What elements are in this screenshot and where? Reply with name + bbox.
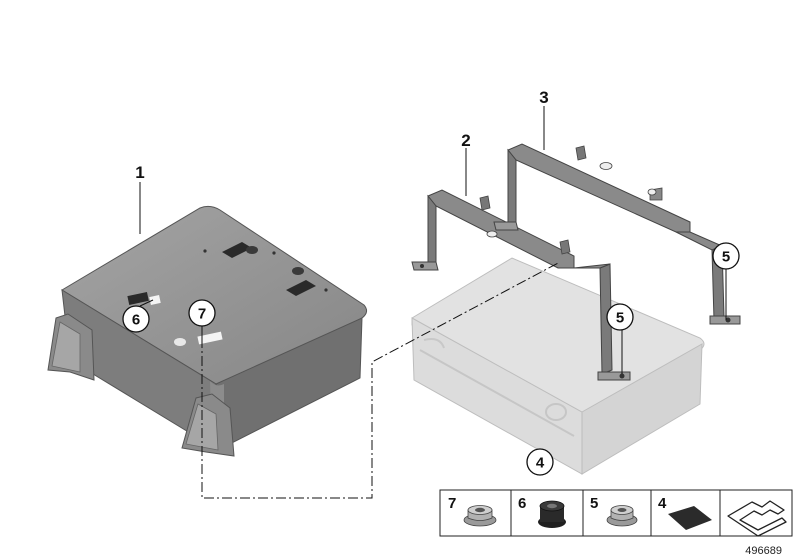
- callout-2[interactable]: 2: [461, 131, 470, 150]
- svg-text:3: 3: [539, 88, 548, 107]
- svg-text:7: 7: [448, 495, 456, 512]
- collar-nut-icon: [463, 505, 497, 527]
- svg-text:2: 2: [461, 131, 470, 150]
- svg-text:6: 6: [518, 495, 526, 512]
- svg-text:7: 7: [198, 306, 206, 323]
- grommet-icon: [538, 500, 566, 528]
- collar-nut-icon: [606, 505, 638, 527]
- legend-item-4[interactable]: 4: [658, 495, 712, 530]
- legend-item-5[interactable]: 5: [590, 495, 638, 527]
- pad-icon: [668, 506, 712, 530]
- battery-ghost: [411, 257, 705, 475]
- legend-item-6[interactable]: 6: [518, 495, 566, 528]
- svg-text:4: 4: [536, 455, 545, 472]
- svg-text:5: 5: [590, 495, 598, 512]
- dash-dot-line: [201, 261, 561, 499]
- svg-text:5: 5: [722, 249, 730, 266]
- svg-text:6: 6: [132, 312, 140, 329]
- callout-1[interactable]: 1: [135, 163, 144, 182]
- svg-text:1: 1: [135, 163, 144, 182]
- callout-6[interactable]: 6: [122, 305, 150, 333]
- svg-text:4: 4: [658, 495, 667, 512]
- callout-5-rear[interactable]: 5: [712, 242, 740, 270]
- rear-bracket: [493, 143, 741, 325]
- bracket-profile-icon: [727, 500, 787, 537]
- diagram-id: 496689: [745, 545, 782, 557]
- callout-7[interactable]: 7: [188, 299, 216, 327]
- legend-item-bracket[interactable]: [727, 500, 787, 537]
- callout-5-front[interactable]: 5: [606, 303, 634, 331]
- callout-3[interactable]: 3: [539, 88, 548, 107]
- parts-legend: 7 6 5: [439, 489, 793, 537]
- leader-lines: [139, 106, 727, 374]
- callout-4[interactable]: 4: [526, 448, 554, 476]
- svg-text:5: 5: [616, 310, 624, 327]
- battery-housing: [47, 205, 368, 457]
- legend-item-7[interactable]: 7: [448, 495, 497, 527]
